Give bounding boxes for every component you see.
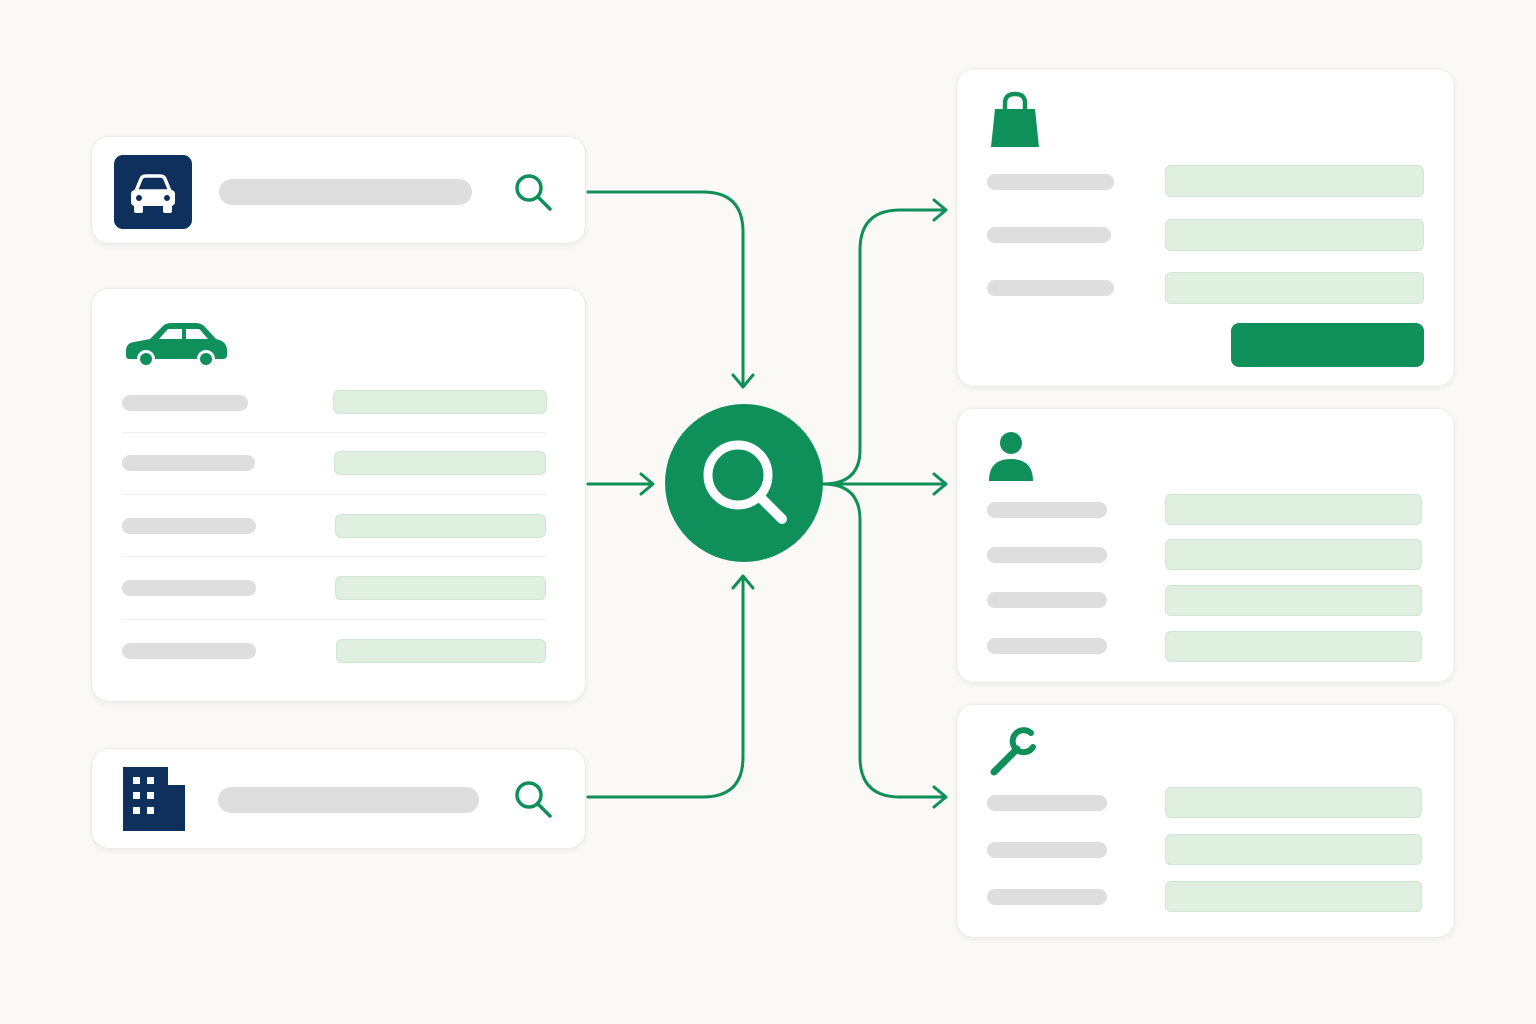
record-value-3: [335, 514, 546, 538]
record-label-2: [122, 455, 255, 471]
record-label-3: [122, 518, 256, 534]
row-divider: [122, 556, 547, 557]
person-field-3[interactable]: [1165, 585, 1422, 616]
search-hub[interactable]: [665, 404, 823, 562]
building-icon: [123, 767, 185, 831]
car-icon: [114, 155, 192, 229]
person-field-1[interactable]: [1165, 494, 1422, 525]
arrow-vehicle-search-to-hub: [586, 190, 745, 387]
purchase-label-2: [987, 227, 1111, 243]
purchase-card: [956, 68, 1455, 387]
record-value-2: [334, 451, 546, 475]
purchase-field-1[interactable]: [1165, 165, 1424, 197]
arrow-business-search-to-hub: [586, 576, 745, 799]
record-value-1: [333, 390, 547, 414]
car-side-icon: [124, 321, 228, 369]
purchase-field-3[interactable]: [1165, 272, 1424, 304]
shopping-bag-icon: [989, 91, 1041, 149]
purchase-field-2[interactable]: [1165, 219, 1424, 251]
service-label-2: [987, 842, 1107, 858]
search-icon[interactable]: [512, 778, 556, 822]
service-field-3[interactable]: [1165, 881, 1422, 912]
search-icon: [703, 440, 787, 524]
purchase-label-1: [987, 174, 1114, 190]
business-search-card: [91, 748, 586, 849]
vehicle-search-card: [91, 136, 586, 244]
service-card: [956, 704, 1455, 938]
person-label-1: [987, 502, 1107, 518]
person-icon: [987, 431, 1035, 483]
person-label-3: [987, 592, 1107, 608]
service-label-3: [987, 889, 1107, 905]
person-field-4[interactable]: [1165, 631, 1422, 662]
record-value-5: [336, 639, 546, 663]
business-search-input[interactable]: [218, 787, 479, 813]
row-divider: [122, 432, 547, 433]
record-label-5: [122, 643, 256, 659]
service-field-1[interactable]: [1165, 787, 1422, 818]
row-divider: [122, 494, 547, 495]
record-value-4: [335, 576, 546, 600]
purchase-submit-button[interactable]: [1231, 323, 1424, 367]
service-field-2[interactable]: [1165, 834, 1422, 865]
person-label-4: [987, 638, 1107, 654]
wrench-icon: [987, 725, 1041, 779]
purchase-label-3: [987, 280, 1114, 296]
record-label-4: [122, 580, 256, 596]
vehicle-search-input[interactable]: [219, 179, 472, 205]
person-card: [956, 408, 1455, 683]
service-label-1: [987, 795, 1107, 811]
person-field-2[interactable]: [1165, 539, 1422, 570]
row-divider: [122, 619, 547, 620]
arrow-hub-to-purchase: [821, 208, 946, 486]
vehicle-record-card: [91, 288, 586, 702]
record-label-1: [122, 395, 248, 411]
search-icon[interactable]: [512, 171, 556, 215]
arrow-hub-to-service: [821, 482, 946, 799]
person-label-2: [987, 547, 1107, 563]
